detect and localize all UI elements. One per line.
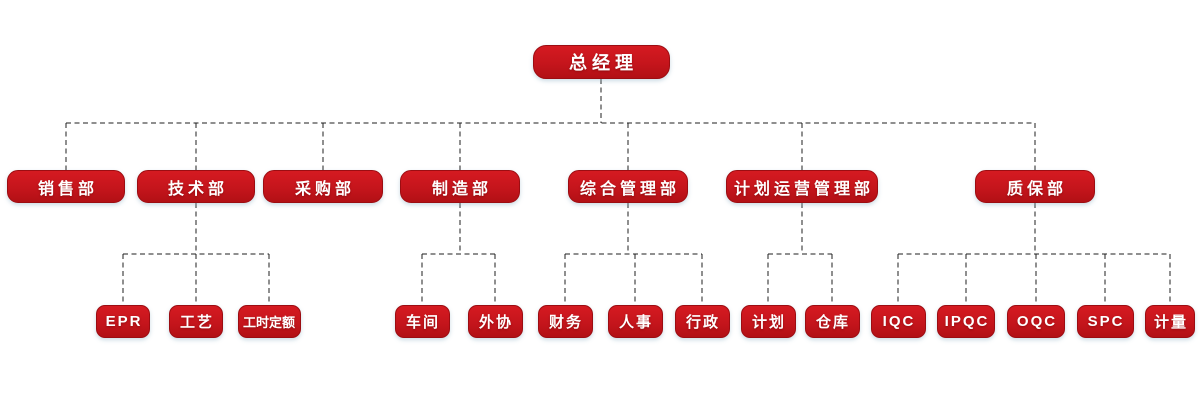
org-node-chejian: 车间	[394, 305, 450, 338]
org-node-caigoubu: 采购部	[263, 170, 383, 203]
org-node-epr: EPR	[96, 305, 150, 338]
org-node-cangku: 仓库	[804, 305, 860, 338]
org-node-renshi: 人事	[607, 305, 663, 338]
org-node-zongjingli: 总经理	[532, 45, 670, 79]
dashed-connector-lines	[65, 79, 1171, 305]
org-node-iqc: IQC	[870, 305, 926, 338]
org-node-jihuayunying: 计划运营管理部	[726, 170, 878, 203]
org-node-oqc: OQC	[1007, 305, 1065, 338]
org-node-xiaoshoubu: 销售部	[7, 170, 125, 203]
org-node-xingzheng: 行政	[674, 305, 730, 338]
org-node-jishubu: 技术部	[137, 170, 255, 203]
org-node-gongyi: 工艺	[169, 305, 223, 338]
org-node-jihua: 计划	[740, 305, 796, 338]
org-node-ipqc: IPQC	[937, 305, 995, 338]
org-node-spc: SPC	[1076, 305, 1134, 338]
org-node-zongheguanli: 综合管理部	[568, 170, 688, 203]
org-node-gongshidinge: 工时定额	[237, 305, 301, 338]
org-node-caiwu: 财务	[537, 305, 593, 338]
org-node-waixie: 外协	[467, 305, 523, 338]
org-node-zhibaobu: 质保部	[975, 170, 1095, 203]
org-node-jiliang: 计量	[1145, 305, 1195, 338]
org-node-zhizaobu: 制造部	[400, 170, 520, 203]
